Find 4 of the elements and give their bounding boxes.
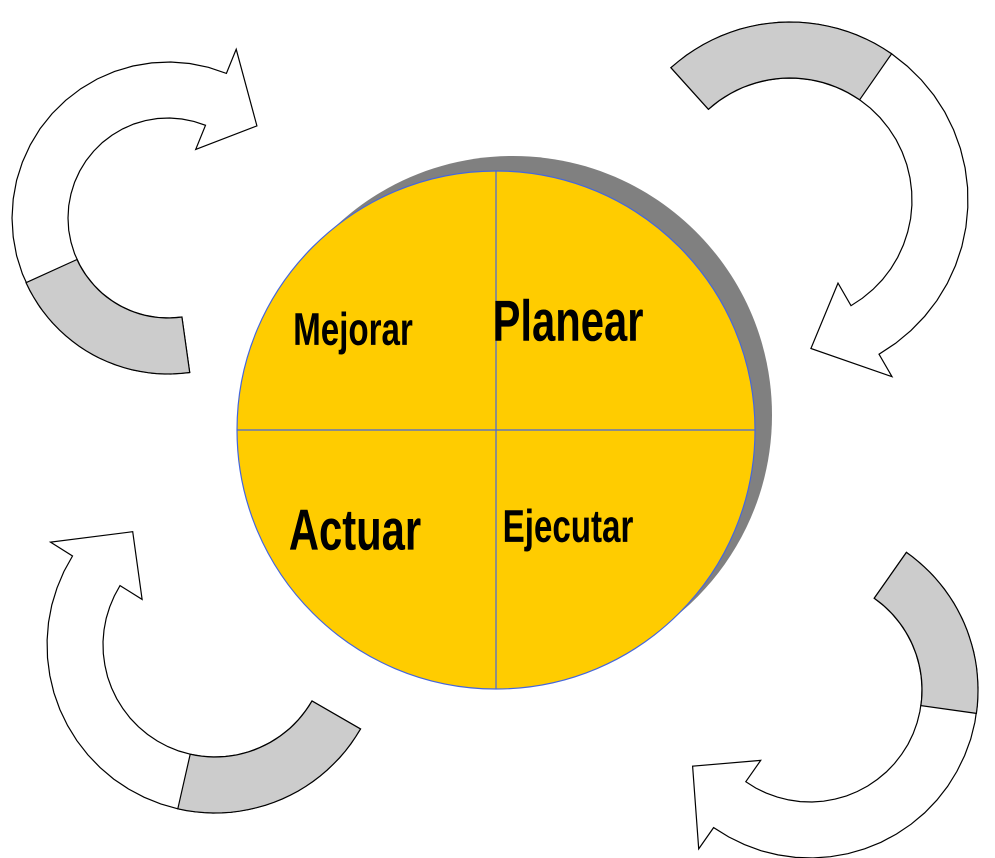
- quadrant-label: Actuar: [290, 510, 420, 550]
- circle: [236, 156, 772, 690]
- quadrant-label: Ejecutar: [504, 508, 633, 552]
- quadrant-label: Mejorar: [295, 312, 412, 354]
